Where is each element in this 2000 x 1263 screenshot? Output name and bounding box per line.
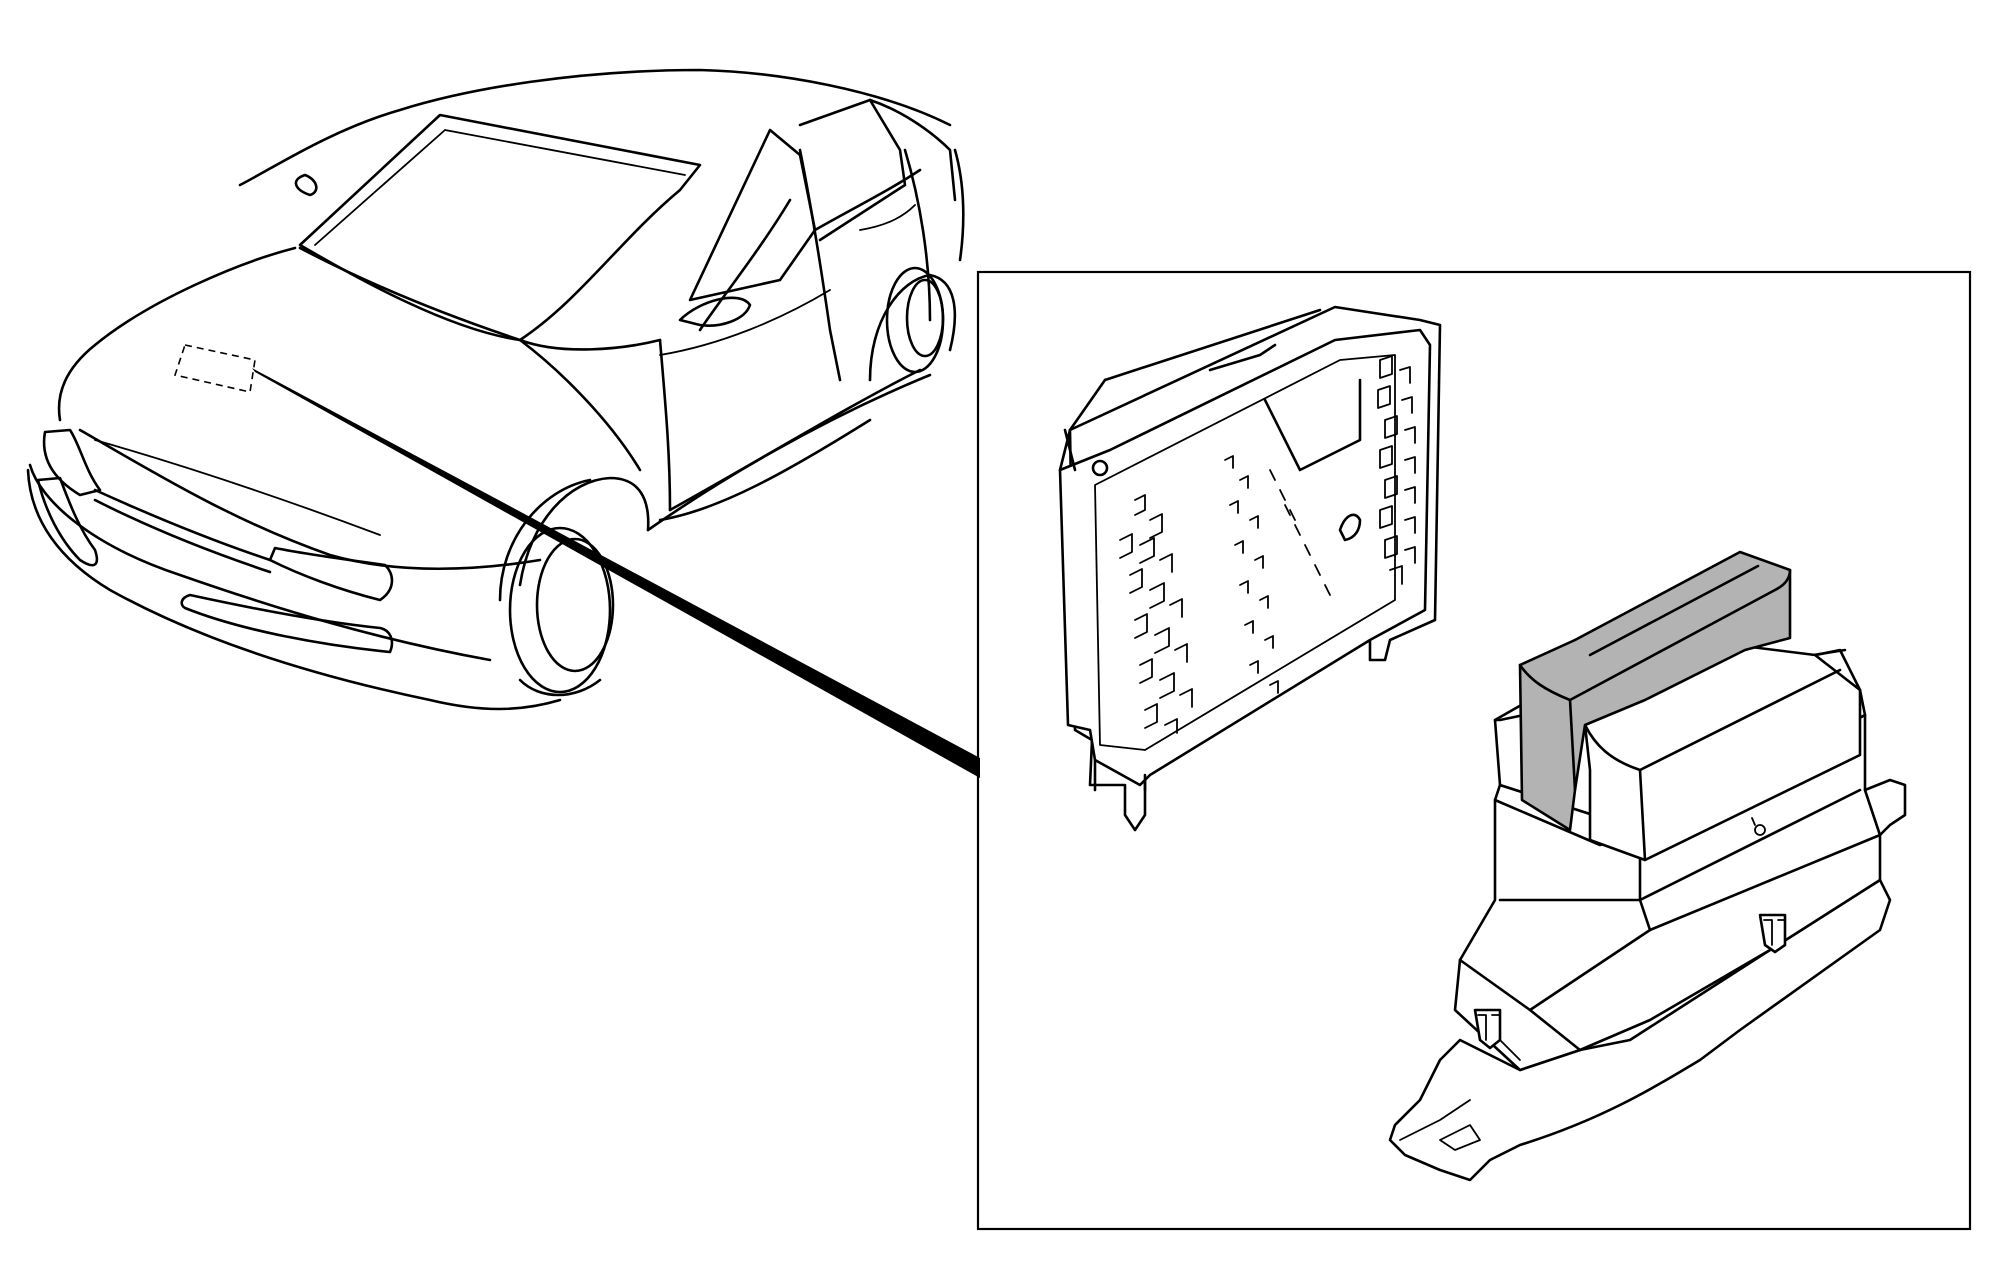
fuse-slot-pattern-middle: [1224, 455, 1331, 694]
fuse-relay-box-cover: [1058, 305, 1442, 832]
fuse-slot-pattern-right: [1377, 355, 1416, 585]
highlighted-relay: [1518, 550, 1792, 832]
vehicle-outline: [26, 68, 965, 711]
detail-inset: [976, 270, 1972, 1231]
leader-line: [252, 368, 980, 778]
hood-location-marker: [173, 344, 256, 393]
fuse-relay-box: [1388, 643, 1907, 1182]
fuse-slot-pattern-left: [1119, 494, 1193, 734]
